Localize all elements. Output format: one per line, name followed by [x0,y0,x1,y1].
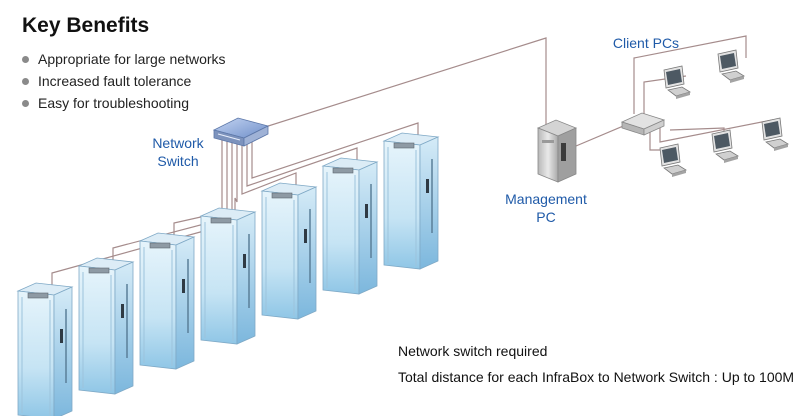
rack-side [175,236,195,370]
client-hub-icon [620,112,666,136]
pc-base-edge [730,76,744,83]
benefit-text: Easy for troubleshooting [38,95,189,111]
client-pc-icon [761,117,789,151]
network-switch-label: Network Switch [148,134,208,170]
note-distance: Total distance for each InfraBox to Netw… [398,369,795,385]
rack-cable [251,122,419,179]
network-switch-label-line1: Network [152,135,204,151]
rack-side [114,261,134,395]
infrabox-unit [149,242,171,249]
client-pc-group [659,49,789,177]
rack-handle [121,304,124,318]
rack-cable [51,136,223,289]
pc-base-edge [676,92,690,99]
pc-base-edge [672,170,686,177]
rack-cable [234,136,238,214]
rack-icon [138,232,196,370]
rack-cable [241,136,297,195]
bullet-icon [22,77,29,85]
rack-cable [246,136,358,187]
rack-icon [321,157,379,295]
rack-icon [16,282,74,416]
pc-base-edge [724,156,738,163]
benefit-text: Appropriate for large networks [38,51,226,67]
network-switch-label-line2: Switch [157,153,199,169]
rack-icon [199,207,257,345]
rack-front [322,165,360,295]
note-switch-required: Network switch required [398,343,548,359]
infrabox-unit [88,267,110,274]
management-cable [261,37,547,130]
client-pc-icon [659,143,687,177]
rack-side [358,161,378,295]
management-pc-label: Management PC [496,190,596,226]
benefit-item: Easy for troubleshooting [22,92,226,114]
monitor-screen [666,69,682,85]
network-switch-icon [212,117,270,147]
rack-cable [112,136,228,264]
management-pc-label-line2: PC [536,209,556,225]
rack-handle [304,229,307,243]
rack-handle [182,279,185,293]
infrabox-unit [210,217,232,224]
rack-handle [426,179,429,193]
client-cable [633,35,747,114]
rack-side [419,136,439,270]
rack-side [236,211,256,345]
rack-side [53,286,73,416]
infrabox-unit [393,142,415,149]
rack-side [297,186,317,320]
rack-handle [60,329,63,343]
rack-icon [260,182,318,320]
rack-group [16,132,440,416]
rack-handle [243,254,246,268]
benefits-list: Appropriate for large networks Increased… [22,48,226,114]
benefit-item: Increased fault tolerance [22,70,226,92]
rack-front [383,140,421,270]
client-pc-icon [663,65,691,99]
rack-handle [365,204,368,218]
client-pcs-label: Client PCs [612,35,680,51]
rack-icon [77,257,135,395]
management-pc-icon [536,119,578,183]
rack-front [78,265,116,395]
infrabox-unit [271,192,293,199]
monitor-screen [720,53,736,69]
bullet-icon [22,55,29,63]
rack-icon [382,132,440,270]
page-title: Key Benefits [22,14,150,37]
pc-base-edge [774,144,788,151]
monitor-screen [764,121,780,137]
monitor-screen [662,147,678,163]
benefit-item: Appropriate for large networks [22,48,226,70]
rack-front [139,240,177,370]
infrabox-unit [27,292,49,299]
client-pc-icon [711,129,739,163]
client-pc-icon [717,49,745,83]
benefit-text: Increased fault tolerance [38,73,192,89]
infrabox-unit [332,167,354,174]
rack-front [261,190,299,320]
hub-cable [575,123,629,147]
rack-front [17,290,55,416]
rack-front [200,215,238,345]
bullet-icon [22,99,29,107]
monitor-screen [714,133,730,149]
management-pc-label-line1: Management [505,191,587,207]
